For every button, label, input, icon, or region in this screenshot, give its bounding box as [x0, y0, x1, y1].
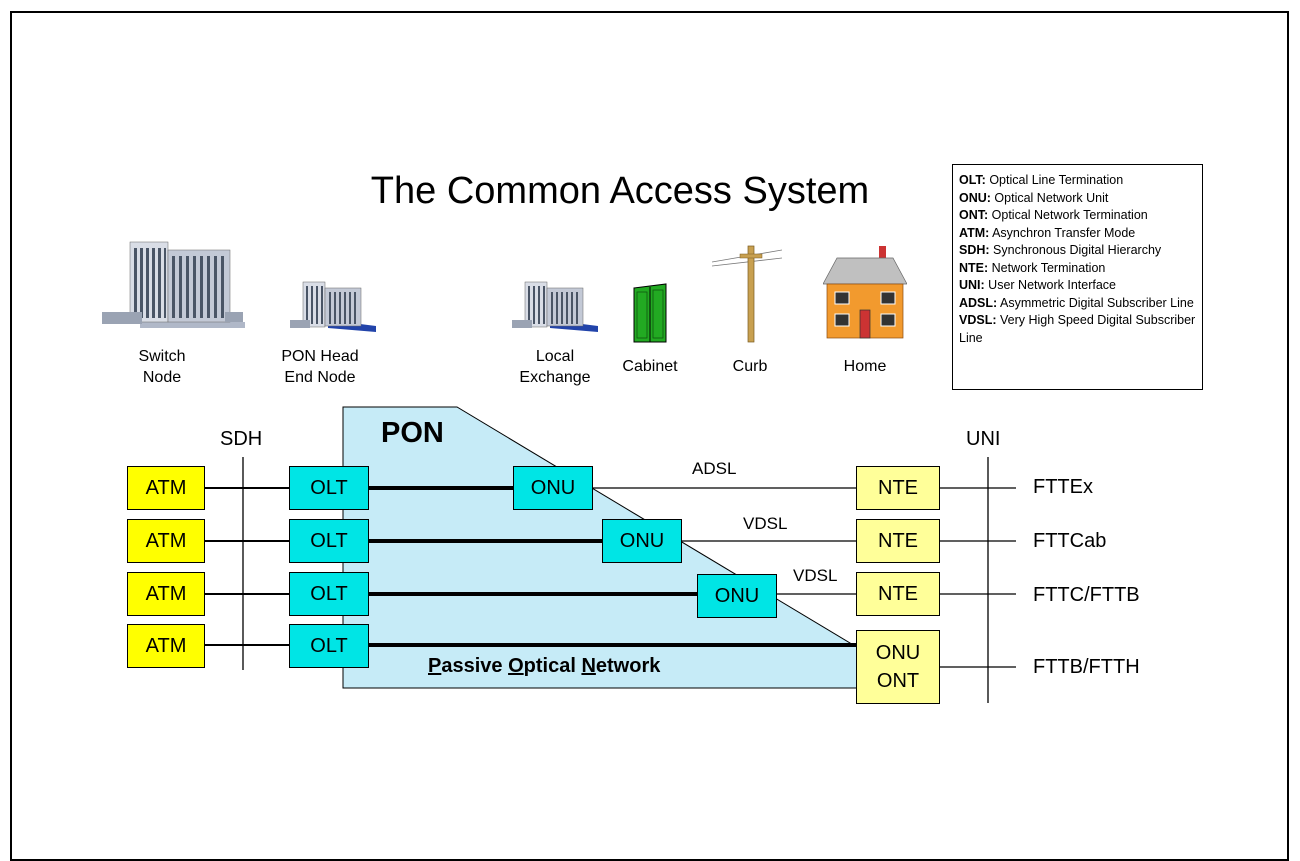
adsl-label: ADSL [692, 459, 737, 478]
switch-node-building-icon [102, 241, 245, 328]
olt-box: OLT [289, 519, 369, 563]
legend-ont: ONT: Optical Network Termination [959, 208, 1148, 222]
onu-box: ONU [602, 519, 682, 563]
pon-head-end-building-icon [290, 281, 376, 332]
page-title: The Common Access System [370, 170, 870, 212]
atm-box: ATM [127, 466, 205, 510]
vdsl-label-2: VDSL [793, 566, 838, 585]
onu-box: ONU [513, 466, 593, 510]
fttx-label: FTTCab [1033, 530, 1107, 552]
pon-title: PON [381, 417, 444, 449]
legend-vdsl: VDSL: Very High Speed Digital Subscriber… [959, 313, 1196, 345]
cabinet-icon [633, 283, 667, 343]
cabinet-label: Cabinet [622, 358, 678, 375]
local-exchange-building-icon [512, 281, 598, 332]
curb-label: Curb [732, 358, 768, 375]
curb-pole-icon [712, 245, 782, 343]
nte-box: NTE [856, 572, 940, 616]
fttx-label: FTTB/FTTH [1033, 656, 1140, 678]
vdsl-label-1: VDSL [743, 514, 788, 533]
legend-atm: ATM: Asynchron Transfer Mode [959, 225, 1136, 240]
legend-adsl: ADSL: Asymmetric Digital Subscriber Line [959, 295, 1194, 310]
nte-box: NTE [856, 519, 940, 563]
atm-box: ATM [127, 624, 205, 668]
atm-box: ATM [127, 519, 205, 563]
uni-label: UNI [966, 428, 1001, 450]
legend-sdh: SDH: Synchronous Digital Hierarchy [959, 243, 1162, 257]
nte-box: NTE [856, 466, 940, 510]
atm-box: ATM [127, 572, 205, 616]
olt-box: OLT [289, 466, 369, 510]
fttx-label: FTTEx [1033, 476, 1093, 498]
abbreviation-legend: OLT: Optical Line Termination ONU: Optic… [952, 164, 1203, 390]
olt-box: OLT [289, 624, 369, 668]
sdh-label: SDH [220, 428, 263, 450]
fttx-label: FTTC/FTTB [1033, 584, 1140, 606]
home-house-icon [823, 246, 907, 339]
legend-olt: OLT: Optical Line Termination [959, 173, 1124, 187]
legend-uni: UNI: User Network Interface [959, 278, 1116, 292]
legend-onu: ONU: Optical Network Unit [959, 190, 1109, 205]
olt-box: OLT [289, 572, 369, 616]
legend-nte: NTE: Network Termination [959, 260, 1106, 275]
onu-box: ONU [697, 574, 777, 618]
home-label: Home [843, 358, 887, 375]
passive-optical-network-label: Passive Optical Network [428, 655, 661, 677]
